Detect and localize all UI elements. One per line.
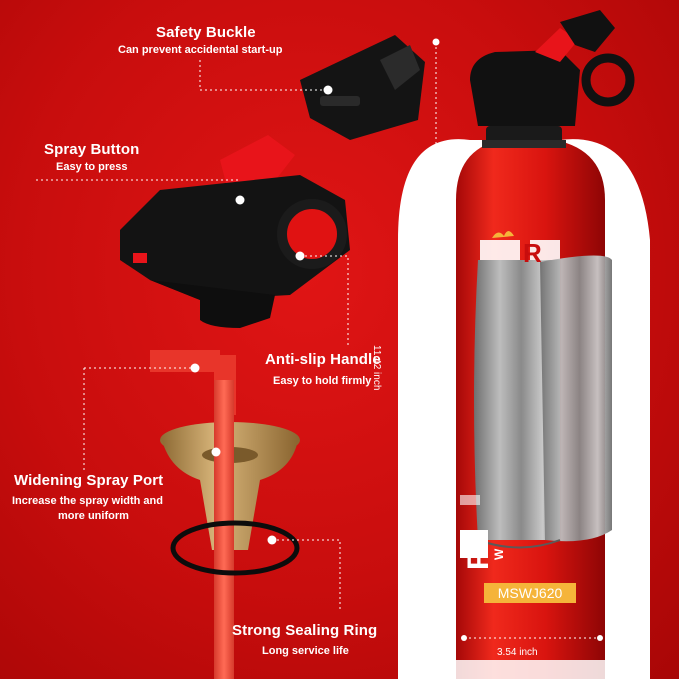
brand-partial-top: R (523, 238, 542, 268)
sealing-ring-desc: Long service life (262, 645, 349, 657)
model-badge: MSWJ620 (484, 583, 576, 603)
spray-button-desc: Easy to press (56, 161, 128, 173)
metal-sleeve (474, 260, 560, 540)
width-dimension-label: 3.54 inch (497, 647, 538, 658)
spray-port-title: Widening Spray Port (14, 472, 164, 489)
safety-buckle-desc: Can prevent accidental start-up (118, 44, 283, 56)
spray-port-desc-line2: more uniform (58, 510, 129, 522)
spray-button-title: Spray Button (44, 141, 140, 158)
brand-partial-side: FI (462, 543, 495, 570)
valve-head (470, 50, 580, 126)
brand-partial-side2: W (492, 548, 506, 560)
anti-slip-handle-desc: Easy to hold firmly (273, 375, 372, 387)
spray-port-desc-line1: Increase the spray width and (12, 495, 163, 507)
sealing-ring-title: Strong Sealing Ring (232, 622, 378, 639)
height-dimension-label: 11.42 inch (371, 345, 382, 391)
safety-buckle-part (300, 35, 425, 140)
anti-slip-handle-title: Anti-slip Handle (265, 351, 381, 368)
spray-button-part (120, 135, 350, 328)
sealing-ring-part (170, 520, 300, 576)
safety-buckle-title: Safety Buckle (156, 24, 256, 41)
